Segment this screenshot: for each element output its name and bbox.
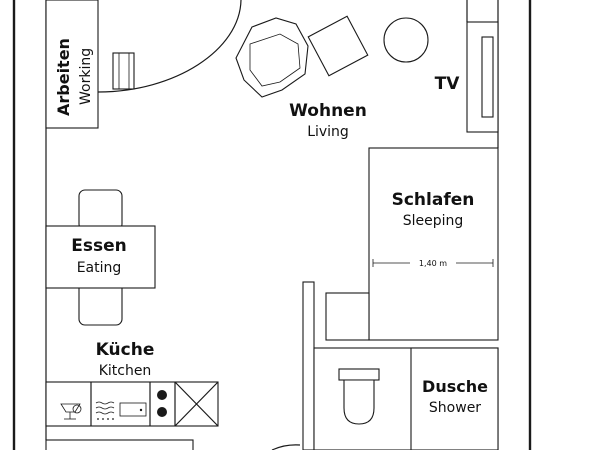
room-label-shower: Dusche <box>422 377 488 396</box>
partition-wall <box>302 281 315 450</box>
room-label-working-en: Working <box>78 48 94 105</box>
room-label-sleeping: Schlafen <box>392 190 475 210</box>
tv-cabinet <box>466 0 499 133</box>
room-label-shower-en: Shower <box>429 400 481 416</box>
room-label-working: Arbeiten <box>54 38 73 116</box>
armchair <box>235 17 309 98</box>
shower-tray <box>410 347 499 450</box>
dining-bench-top <box>78 189 123 231</box>
oven-icon <box>119 402 147 417</box>
side-table-square <box>307 15 369 77</box>
room-label-eating-en: Eating <box>77 260 122 276</box>
bedside-table <box>325 292 370 341</box>
working-chair <box>112 52 135 90</box>
room-label-living-en: Living <box>307 124 349 140</box>
toilet <box>338 368 380 425</box>
bed <box>368 147 499 341</box>
sink-icon <box>60 403 82 420</box>
room-label-eating: Essen <box>71 236 126 256</box>
stove-icon <box>157 390 167 417</box>
dining-table <box>45 225 156 289</box>
room-label-living: Wohnen <box>289 101 367 121</box>
side-table-round <box>383 17 429 63</box>
room-label-kitchen-en: Kitchen <box>99 363 152 379</box>
door-swing <box>97 0 242 93</box>
bed-dimension: 1,40 m <box>419 259 447 268</box>
working-desk <box>45 0 99 129</box>
tv-label: TV <box>435 74 461 94</box>
radiator-icon <box>95 401 115 420</box>
bottom-cabinet <box>45 439 301 450</box>
room-label-sleeping-en: Sleeping <box>403 213 464 229</box>
room-label-kitchen: Küche <box>96 340 155 360</box>
